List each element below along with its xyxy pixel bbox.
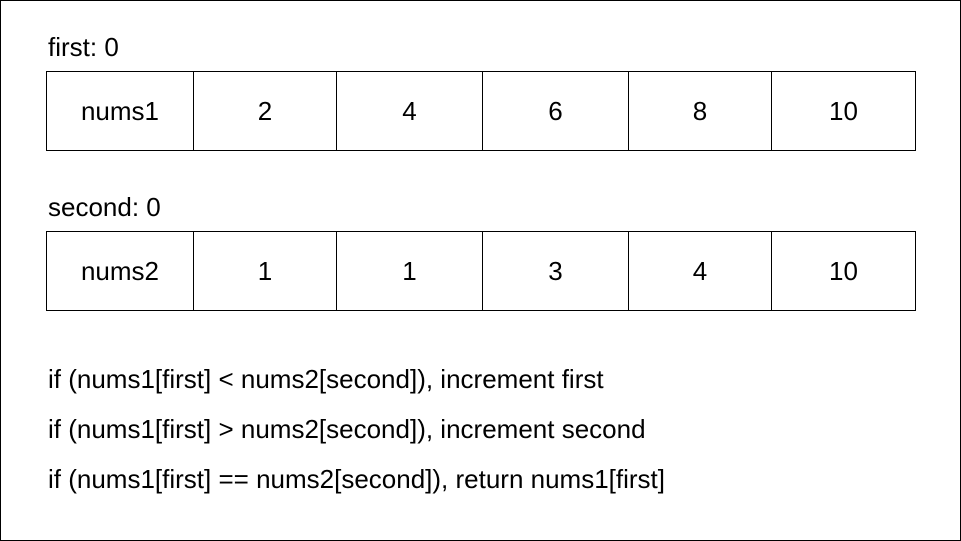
nums2-cell-0: 1 [193,232,336,310]
rule-return-match: if (nums1[first] == nums2[second]), retu… [48,464,666,494]
rule-increment-first: if (nums1[first] < nums2[second]), incre… [48,364,604,394]
nums1-array: nums1 2 4 6 8 10 [46,71,916,151]
first-pointer-label: first: 0 [48,32,119,62]
nums2-name-cell: nums2 [80,255,160,286]
nums2-cell-3: 4 [628,232,771,310]
second-pointer-label: second: 0 [48,192,161,222]
nums2-cell-1: 1 [336,232,482,310]
nums1-cell-2: 6 [482,72,628,150]
nums2-cell-4: 10 [771,232,915,310]
nums2-array: nums2 1 1 3 4 10 [46,231,916,311]
rule-increment-second: if (nums1[first] > nums2[second]), incre… [48,414,646,444]
nums2-cell-2: 3 [482,232,628,310]
nums1-name-cell: nums1 [80,95,160,126]
nums1-cell-1: 4 [336,72,482,150]
nums1-cell-4: 10 [771,72,915,150]
nums1-cell-0: 2 [193,72,336,150]
nums1-cell-3: 8 [628,72,771,150]
